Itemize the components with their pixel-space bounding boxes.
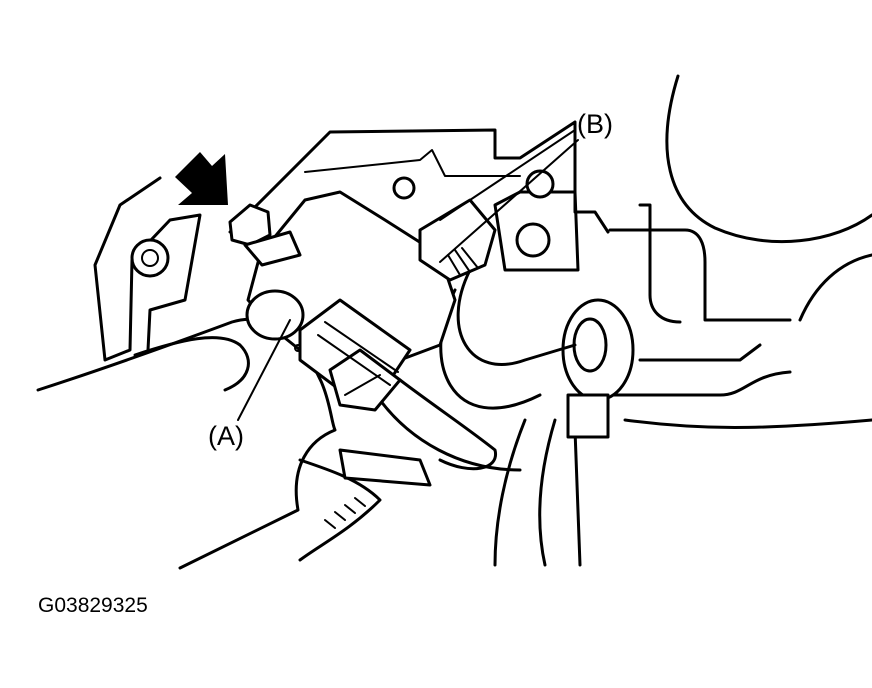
terminal-block: [418, 198, 497, 282]
left-mount-bolt-core: [141, 249, 159, 267]
round-housing: [665, 74, 872, 243]
hose-down-3: [573, 428, 582, 567]
flange-plate: [493, 190, 580, 272]
bracket-bolt: [392, 176, 416, 200]
housing-inner-curve: [798, 253, 872, 322]
sensor-bolt-head: [228, 203, 272, 247]
connector-plug: [328, 348, 402, 412]
right-pipe-lower: [638, 203, 682, 324]
leader-b-2: [439, 139, 579, 263]
left-mount-bolt: [130, 238, 170, 278]
upper-bracket: [228, 120, 610, 234]
hand-palm: [298, 458, 382, 562]
hose-clip: [566, 393, 610, 439]
leader-a: [237, 319, 291, 421]
figure-code: G03829325: [38, 594, 148, 617]
side-pipe-2: [623, 418, 872, 429]
hose-main-lower: [439, 288, 542, 410]
cable-outer: [378, 398, 522, 472]
connector-ribs: [317, 321, 399, 396]
side-pipe-3: [638, 343, 762, 362]
label-b: (B): [577, 109, 613, 139]
tube-ridges: [324, 497, 366, 529]
hose-down-2: [538, 418, 557, 567]
bracket-rim: [304, 149, 521, 177]
hose-down-1: [493, 418, 527, 567]
label-a: (A): [208, 421, 244, 451]
hand-outline: [36, 317, 337, 570]
hose-main: [456, 268, 577, 366]
arrow-icon: [175, 152, 228, 205]
side-pipe-1: [606, 370, 792, 397]
connector-cable: [398, 378, 497, 471]
tube-end: [338, 448, 432, 487]
right-pipe-upper: [608, 228, 792, 322]
grommet-hole: [572, 317, 608, 373]
flange-bolt-2: [515, 222, 551, 258]
sensor-lens: [245, 289, 305, 341]
terminal-wires: [447, 247, 479, 276]
hand-fingers: [133, 336, 250, 392]
sensor-bolt-shaft: [243, 230, 302, 267]
leader-b-1: [439, 129, 576, 221]
